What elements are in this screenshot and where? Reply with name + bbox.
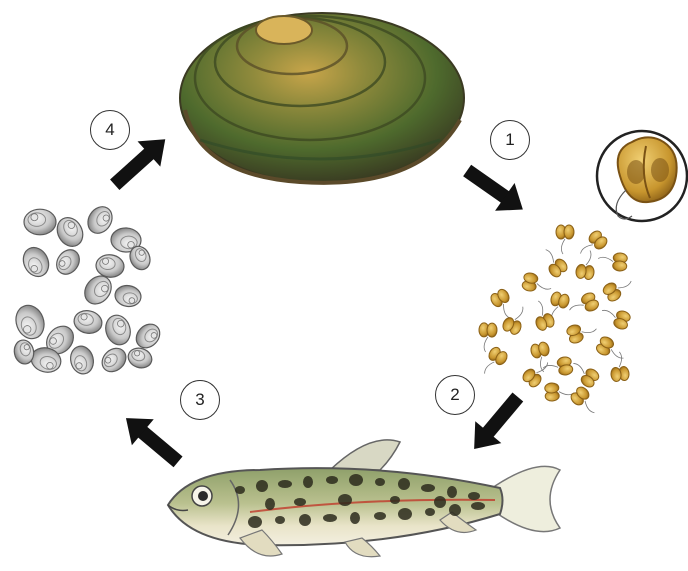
glochidium-larva (608, 351, 629, 382)
glochidium-larva (556, 225, 574, 254)
glochidium-larva (575, 249, 597, 280)
juvenile-mussel (52, 213, 88, 251)
step-number-3: 3 (180, 380, 220, 420)
arrow-step-3 (115, 405, 189, 475)
glochidium-larva (529, 341, 554, 374)
fish-spot (294, 498, 306, 506)
glochidium-larva (537, 245, 569, 279)
juvenile-mussels-cluster (11, 202, 164, 376)
fish-spot (235, 486, 245, 494)
fish-spot (265, 498, 275, 510)
juvenile-mussel (83, 202, 117, 238)
juvenile-mussel (52, 245, 84, 278)
fish-spot (375, 478, 385, 486)
juvenile-mussel (68, 344, 97, 377)
fish-spot (434, 496, 446, 508)
fish-spot (256, 480, 268, 492)
fish-spot (326, 476, 338, 484)
glochidia-larvae-cluster (479, 225, 636, 418)
glochidium-closeup (597, 131, 687, 221)
juvenile-mussel (126, 345, 155, 371)
glochidium-larva (545, 382, 575, 401)
juvenile-mussel (131, 319, 164, 352)
step-number-4: 4 (90, 110, 130, 150)
glochidium-larva (598, 304, 631, 331)
glochidium-larva (595, 335, 629, 365)
fish-spot (447, 486, 457, 498)
juvenile-mussel (95, 253, 125, 278)
fish-spot (338, 494, 352, 506)
juvenile-mussel (97, 344, 130, 377)
step-number-2: 2 (435, 375, 475, 415)
fish-spot (374, 512, 386, 520)
juvenile-mussel (72, 308, 104, 336)
host-fish (168, 440, 560, 557)
glochidium-larva (601, 272, 635, 303)
fish-spot (323, 514, 337, 522)
glochidium-larva (542, 356, 574, 379)
fish-spot (350, 512, 360, 524)
glochidium-larva (569, 385, 602, 418)
fish-spot (398, 478, 410, 490)
fish-spot (449, 504, 461, 516)
fish-spot (398, 508, 412, 520)
glochidium-larva (565, 318, 598, 344)
fish-spot (421, 484, 435, 492)
juvenile-mussel (11, 301, 48, 342)
glochidium-larva (567, 358, 601, 390)
glochidium-larva (566, 291, 600, 320)
fish-spot (278, 480, 292, 488)
fish-spot (275, 516, 285, 524)
juvenile-mussel (19, 243, 54, 280)
juvenile-mussel (102, 312, 134, 348)
glochidium-larva (576, 229, 609, 262)
glochidium-larva (597, 251, 627, 271)
arrow-step-1 (457, 157, 532, 224)
step-number-1: 1 (490, 120, 530, 160)
fish-spot (299, 514, 311, 526)
glochidium-larva (521, 272, 553, 296)
fish-spot (468, 492, 480, 500)
fish-spot (390, 496, 400, 504)
juvenile-mussel (114, 284, 143, 309)
fish-spot (248, 516, 262, 528)
adult-mussel-shell (180, 13, 464, 183)
fish-spot (303, 476, 313, 488)
fish-spot (471, 502, 485, 510)
fish-spot (425, 508, 435, 516)
glochidium-larva (489, 287, 519, 321)
fish-spot (349, 474, 363, 486)
glochidium-larva (479, 345, 510, 379)
glochidium-larva (501, 302, 529, 336)
juvenile-mussel (24, 209, 56, 235)
